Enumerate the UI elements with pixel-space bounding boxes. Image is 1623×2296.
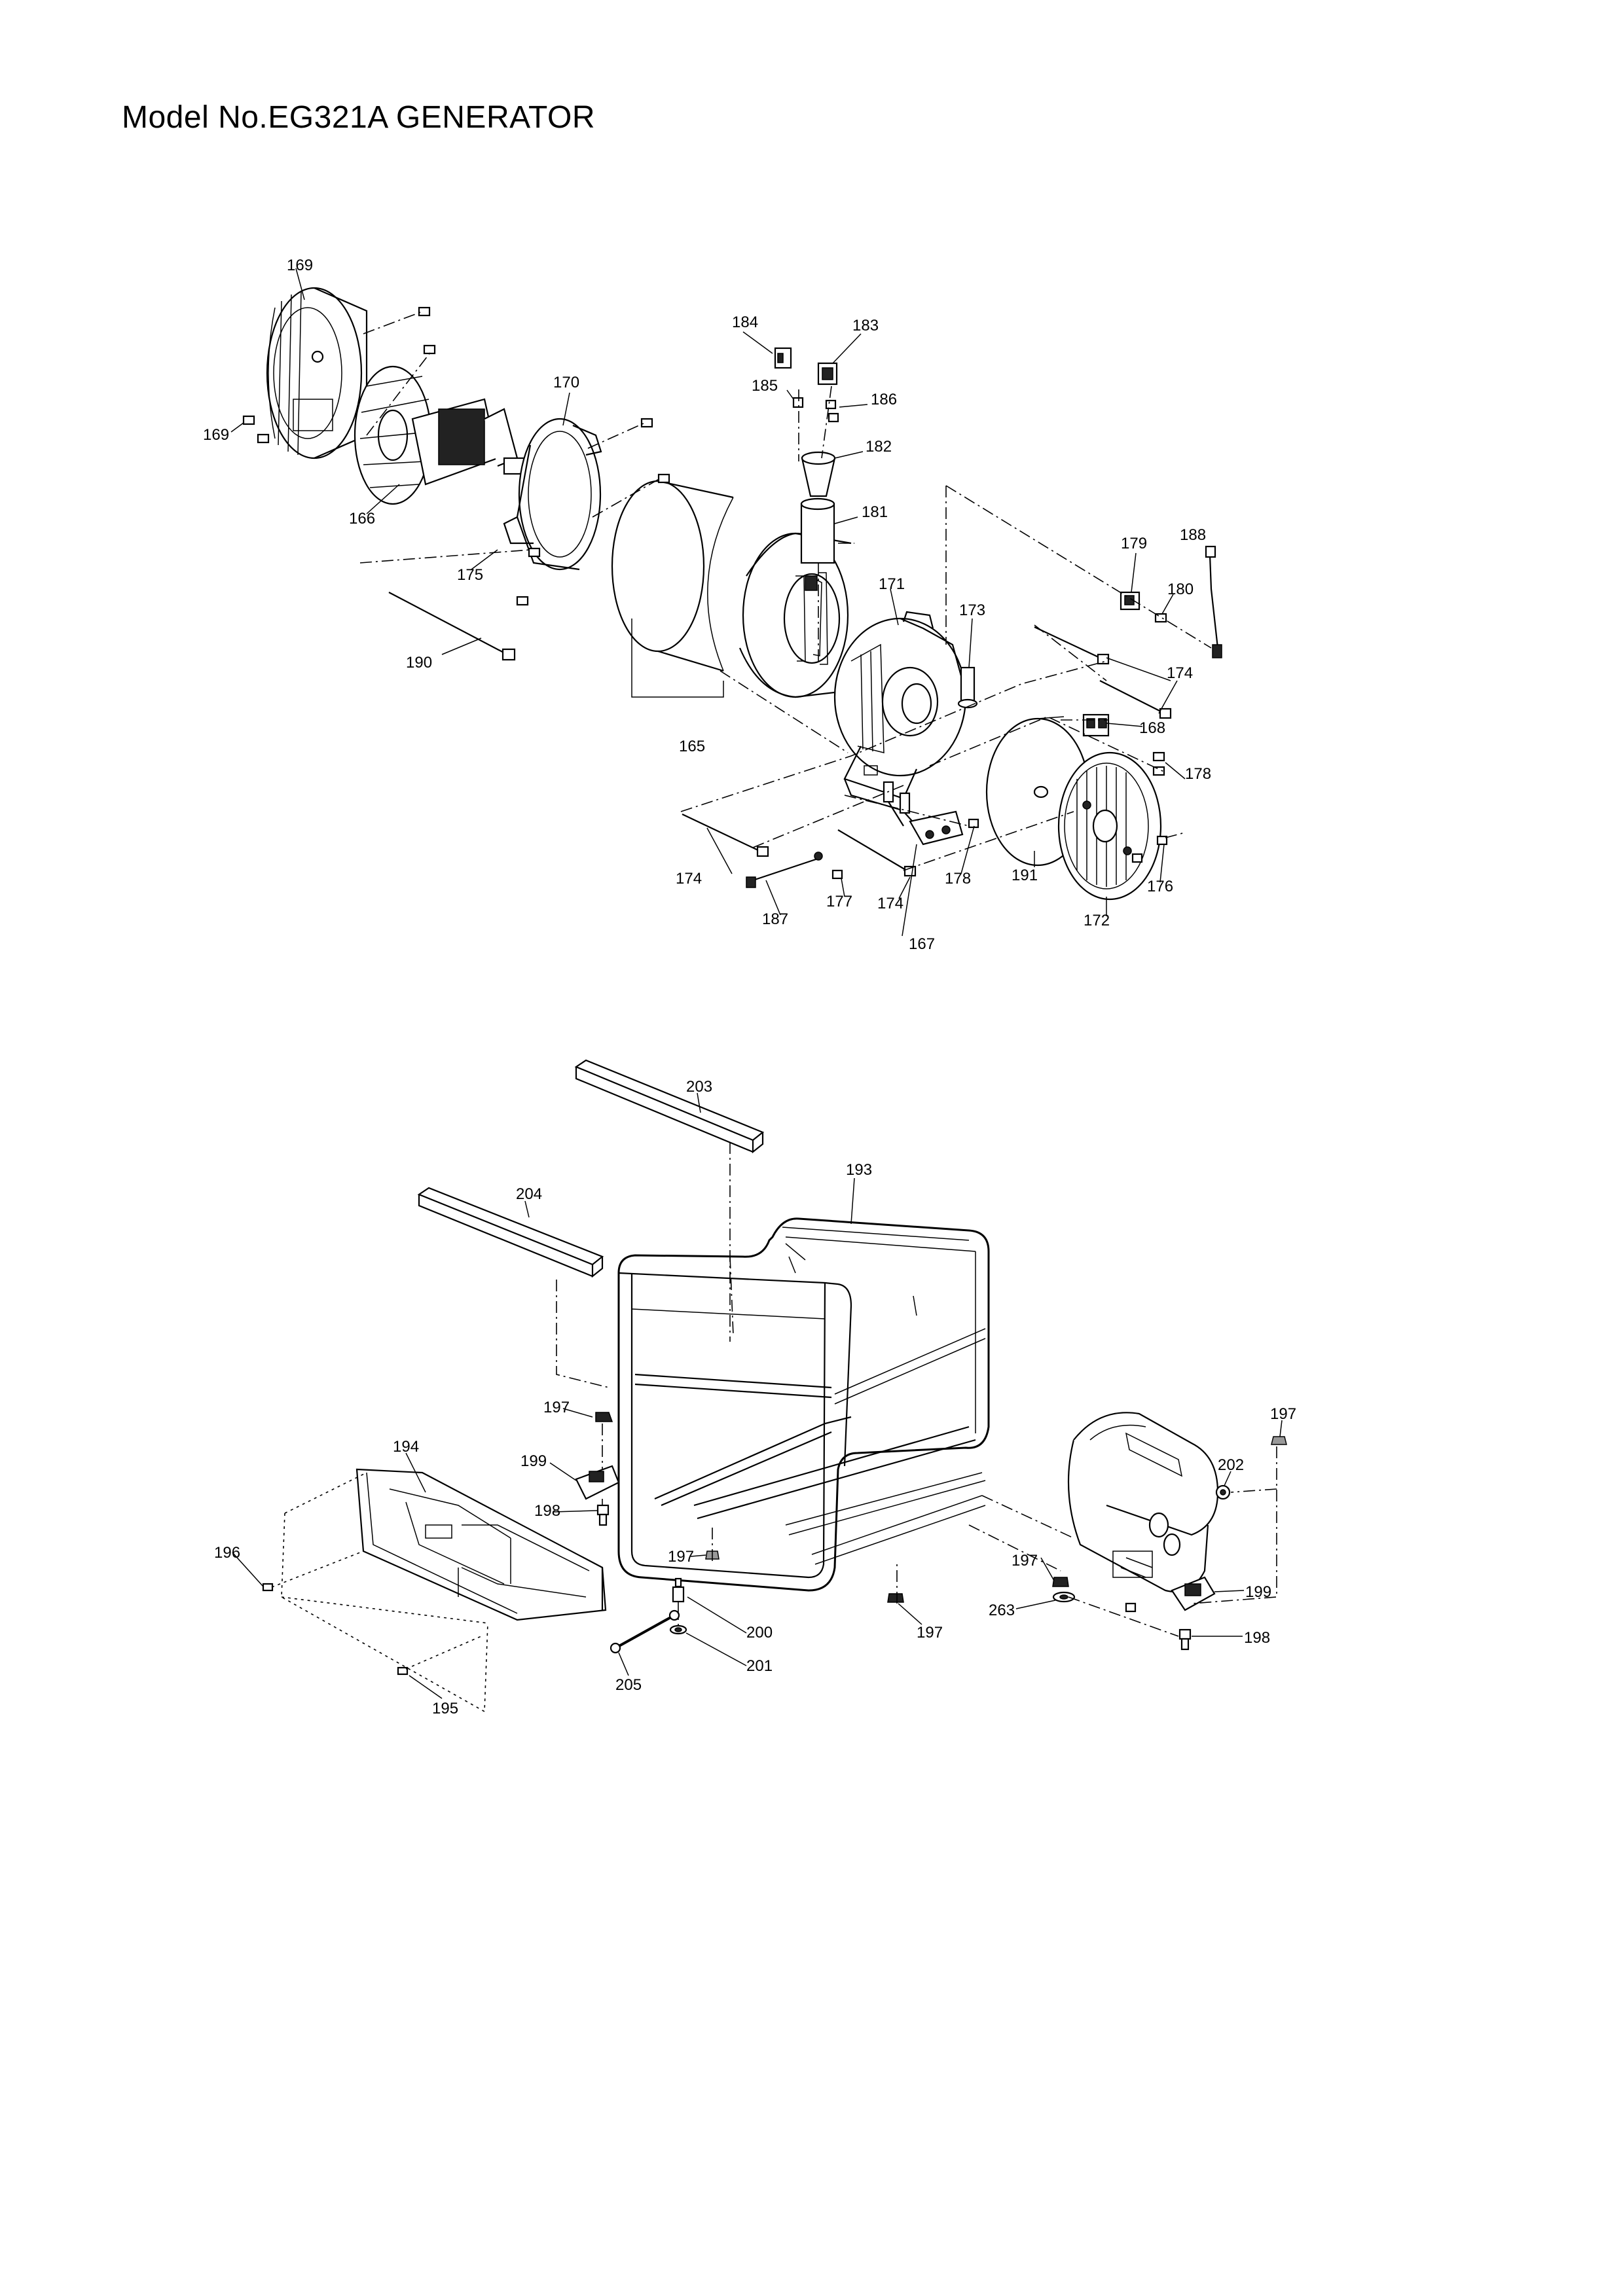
callout-263: 263 bbox=[989, 1602, 1015, 1619]
part-183-terminal bbox=[817, 362, 838, 386]
part-197-nut-tank bbox=[1125, 1602, 1137, 1613]
part-165-stator bbox=[611, 480, 852, 698]
callout-196: 196 bbox=[214, 1544, 240, 1562]
callout-183: 183 bbox=[852, 317, 879, 334]
callout-195: 195 bbox=[432, 1700, 458, 1717]
part-204-bar bbox=[417, 1187, 604, 1278]
part-171-end-housing bbox=[833, 611, 967, 813]
part-263-washer bbox=[1052, 1591, 1076, 1603]
callout-197: 197 bbox=[543, 1399, 570, 1416]
callout-181: 181 bbox=[862, 503, 888, 521]
callout-205: 205 bbox=[615, 1676, 642, 1694]
part-201-washer bbox=[669, 1624, 687, 1635]
leader-lines-lower bbox=[232, 1092, 1283, 1699]
callout-169: 169 bbox=[287, 257, 313, 274]
callout-191: 191 bbox=[1012, 867, 1038, 884]
part-200-bolt bbox=[672, 1577, 685, 1603]
part-194-duct bbox=[356, 1468, 607, 1621]
part-170-bracket bbox=[503, 418, 602, 571]
part-199-bracket bbox=[1171, 1576, 1216, 1611]
callout-171: 171 bbox=[879, 575, 905, 593]
callout-169: 169 bbox=[203, 426, 229, 444]
callout-165: 165 bbox=[679, 738, 705, 755]
callout-184: 184 bbox=[732, 314, 758, 331]
callout-180: 180 bbox=[1167, 581, 1194, 598]
part-195-screw bbox=[397, 1666, 409, 1676]
callout-203: 203 bbox=[686, 1078, 712, 1096]
part-193-frame bbox=[617, 1217, 990, 1592]
part-169-fan-cover bbox=[266, 287, 368, 459]
callout-197: 197 bbox=[668, 1548, 694, 1566]
part-197-nuts bbox=[595, 1412, 1287, 1603]
part-167-lead-wires bbox=[883, 781, 964, 846]
callout-182: 182 bbox=[866, 438, 892, 456]
generator-exploded-view: 169 169 170 166 175 190 165 184 183 185 … bbox=[203, 257, 1222, 953]
callout-174: 174 bbox=[676, 870, 702, 888]
part-198-bolt bbox=[1178, 1628, 1192, 1651]
part-185-screw bbox=[792, 397, 804, 408]
part-174-bolts bbox=[682, 626, 1172, 877]
leader-lines-upper bbox=[230, 268, 1186, 937]
part-182-cap bbox=[801, 451, 836, 497]
callout-198: 198 bbox=[534, 1502, 560, 1520]
callout-187: 187 bbox=[762, 910, 788, 928]
part-172-end-cover bbox=[1057, 751, 1162, 901]
part-166-rotor bbox=[354, 365, 537, 505]
part-199-bracket bbox=[575, 1465, 620, 1500]
callout-185: 185 bbox=[752, 377, 778, 395]
callout-175: 175 bbox=[457, 566, 483, 584]
part-168-brush-holder bbox=[1082, 713, 1110, 737]
callout-197: 197 bbox=[1012, 1552, 1038, 1570]
callout-166: 166 bbox=[349, 510, 375, 528]
small-screws-upper bbox=[242, 306, 1168, 880]
callout-170: 170 bbox=[553, 374, 579, 391]
part-188-lead bbox=[1205, 545, 1222, 658]
part-187-wire bbox=[746, 852, 823, 888]
callout-198: 198 bbox=[1244, 1629, 1270, 1647]
assembly-lines-lower bbox=[271, 1142, 1277, 1713]
callout-201: 201 bbox=[746, 1657, 773, 1675]
page-title: Model No.EG321A GENERATOR bbox=[122, 100, 596, 135]
part-198-bolt bbox=[596, 1504, 610, 1526]
part-fuel-tank bbox=[1067, 1412, 1219, 1593]
callout-200: 200 bbox=[746, 1624, 773, 1641]
callout-174: 174 bbox=[1167, 664, 1193, 682]
part-179-switch bbox=[1120, 591, 1140, 611]
part-181-sleeve bbox=[800, 497, 835, 564]
part-173-post bbox=[957, 666, 978, 709]
part-190-through-bolt bbox=[388, 592, 516, 661]
part-196-screw bbox=[262, 1583, 274, 1592]
callout-176: 176 bbox=[1147, 878, 1173, 895]
callout-193: 193 bbox=[846, 1161, 872, 1179]
callout-186: 186 bbox=[871, 391, 897, 408]
part-202-grommet bbox=[1215, 1484, 1231, 1500]
callout-168: 168 bbox=[1139, 719, 1165, 737]
callout-197: 197 bbox=[917, 1624, 943, 1641]
callout-197: 197 bbox=[1270, 1405, 1296, 1423]
callout-172: 172 bbox=[1084, 912, 1110, 929]
frame-exploded-view: 203 193 204 197 194 199 198 196 197 200 … bbox=[214, 1059, 1296, 1717]
callout-177: 177 bbox=[826, 893, 852, 910]
assembly-lines-upper bbox=[359, 311, 1212, 871]
callout-179: 179 bbox=[1121, 535, 1147, 552]
callout-202: 202 bbox=[1218, 1456, 1244, 1474]
part-205-strap bbox=[610, 1609, 680, 1654]
callout-178: 178 bbox=[945, 870, 971, 888]
part-186-screws bbox=[825, 399, 839, 423]
callout-190: 190 bbox=[406, 654, 432, 672]
callout-199: 199 bbox=[520, 1452, 547, 1470]
callout-167: 167 bbox=[909, 935, 935, 953]
part-203-bar bbox=[574, 1059, 765, 1154]
callout-188: 188 bbox=[1180, 526, 1206, 544]
callout-174: 174 bbox=[877, 895, 903, 912]
callout-199: 199 bbox=[1245, 1583, 1271, 1601]
part-184-terminal bbox=[774, 347, 792, 369]
callout-173: 173 bbox=[959, 601, 985, 619]
callout-178: 178 bbox=[1185, 765, 1211, 783]
callout-194: 194 bbox=[393, 1438, 419, 1456]
callout-204: 204 bbox=[516, 1185, 542, 1203]
